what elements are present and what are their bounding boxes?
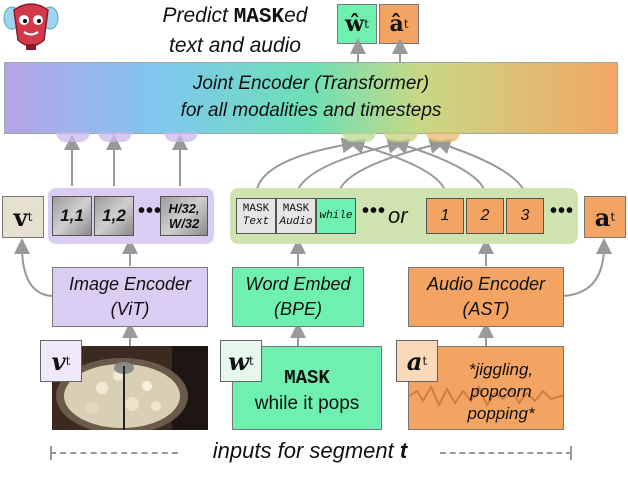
footer-dash-left bbox=[50, 452, 178, 454]
ellipsis-dots: ••• bbox=[550, 200, 575, 222]
encoder-port bbox=[98, 132, 132, 142]
audio-patch-token: 1 bbox=[426, 198, 464, 234]
encoder-port bbox=[164, 132, 198, 142]
footer-caption: inputs for segment t bbox=[212, 438, 408, 463]
footer-tick-right bbox=[570, 446, 576, 460]
ellipsis-dots: ••• bbox=[362, 200, 387, 222]
audio-patch-token: 2 bbox=[466, 198, 504, 234]
encoder-port bbox=[56, 132, 90, 142]
image-patch-token: 1,1 bbox=[52, 196, 92, 236]
audio-waveform bbox=[409, 384, 563, 408]
diagram-title: Predict MASKed text and audio bbox=[162, 4, 308, 57]
mascot-logo bbox=[3, 3, 59, 50]
joint-encoder-label: Joint Encoder (Transformer) for all moda… bbox=[180, 73, 442, 121]
footer-dash-right bbox=[440, 452, 572, 454]
image-patch-token: 1,2 bbox=[94, 196, 134, 236]
encoder-port bbox=[384, 132, 418, 142]
or-label: or bbox=[388, 203, 408, 228]
ellipsis-dots: ••• bbox=[138, 200, 163, 222]
image-patch-token: H/32,W/32 bbox=[160, 196, 208, 236]
encoder-port bbox=[426, 132, 460, 142]
footer-tick-left bbox=[50, 446, 56, 460]
audio-encoder-box: Audio Encoder(AST) bbox=[408, 267, 564, 327]
word-embed-box: Word Embed(BPE) bbox=[232, 267, 364, 327]
image-encoder-box: Image Encoder(ViT) bbox=[52, 267, 208, 327]
audio-patch-token: 3 bbox=[506, 198, 544, 234]
joint-encoder-bar bbox=[4, 62, 618, 134]
word-token: while bbox=[316, 198, 356, 234]
encoder-port bbox=[342, 132, 376, 142]
